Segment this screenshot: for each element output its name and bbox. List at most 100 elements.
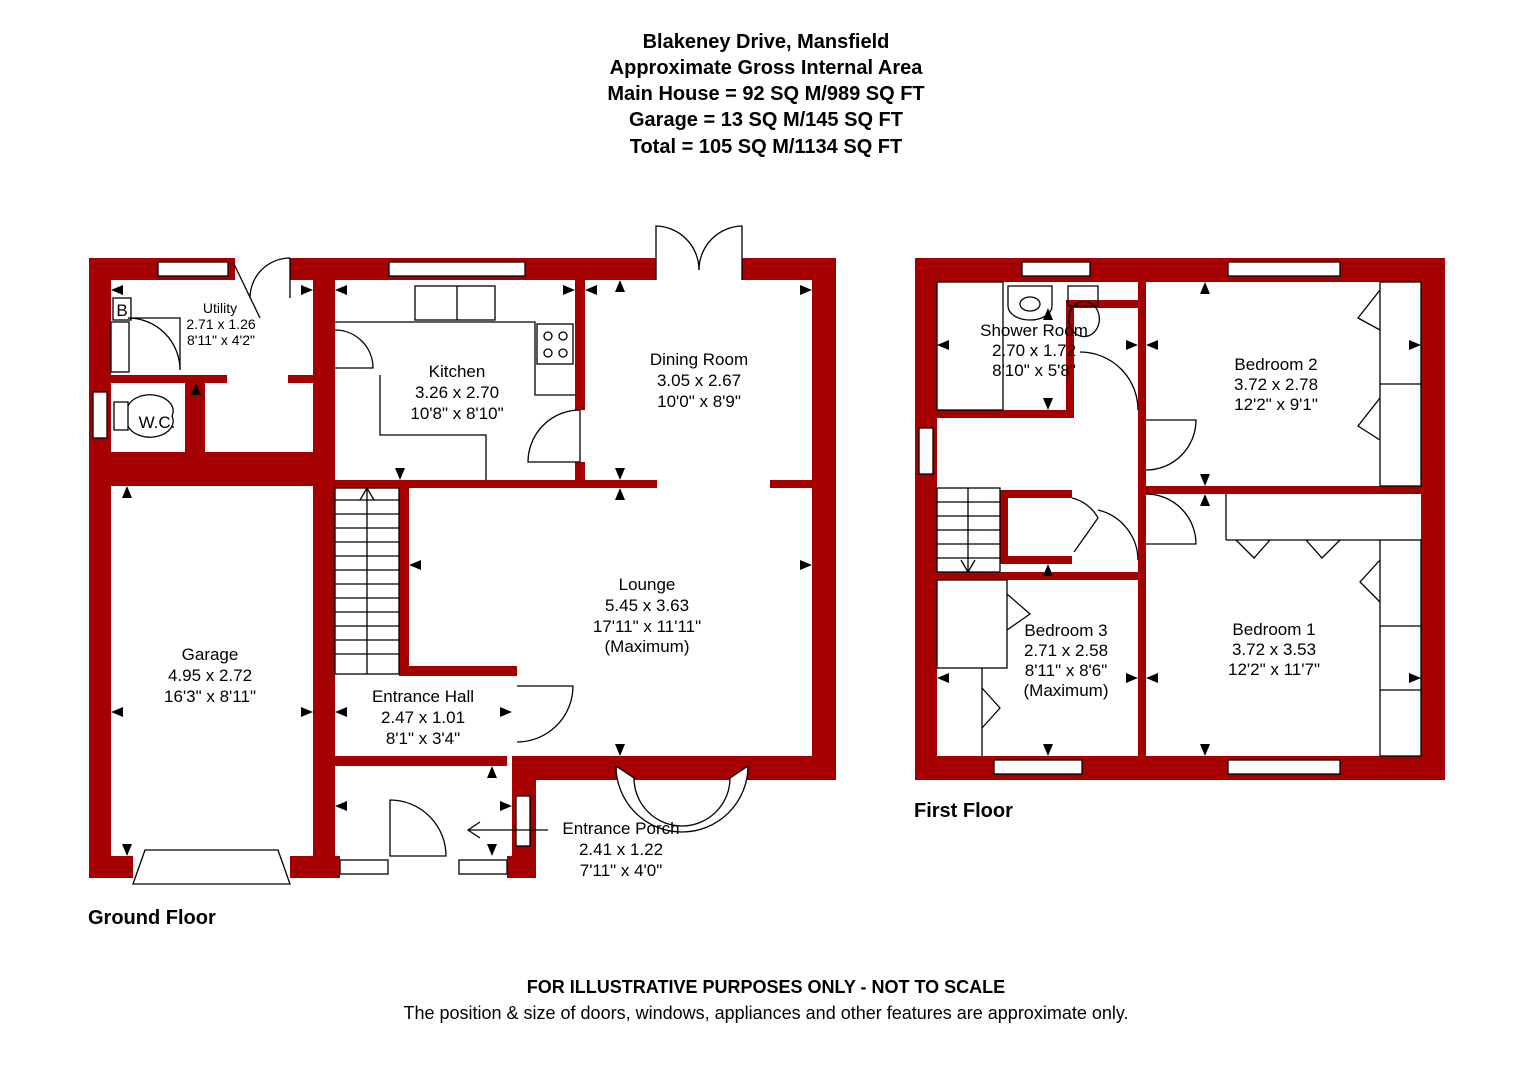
door-swing (1071, 497, 1099, 553)
door-swing (1079, 351, 1139, 411)
ground-floor-plan: B (88, 225, 836, 929)
svg-text:Dining Room: Dining Room (650, 350, 748, 369)
svg-text:Lounge: Lounge (619, 575, 676, 594)
window (993, 759, 1083, 775)
garage-door (132, 849, 291, 885)
window (92, 391, 108, 439)
wall (575, 280, 585, 410)
dimension-markers-first (937, 282, 1421, 756)
window (1227, 759, 1341, 775)
header-total: Total = 105 SQ M/1134 SQ FT (630, 136, 903, 158)
wall (399, 480, 409, 674)
wall (575, 462, 585, 488)
door-swing (1097, 509, 1139, 561)
svg-text:8'1" x 3'4": 8'1" x 3'4" (386, 729, 460, 748)
svg-text:3.05 x 2.67: 3.05 x 2.67 (657, 371, 741, 390)
svg-text:Shower Room: Shower Room (980, 321, 1088, 340)
room-entrance-porch: Entrance Porch 2.41 x 1.22 7'11" x 4'0" (562, 819, 679, 880)
wall (1066, 304, 1074, 418)
worktop (335, 321, 575, 396)
boiler-label: B (116, 301, 127, 320)
wall (1138, 486, 1421, 494)
svg-text:5.45 x 3.63: 5.45 x 3.63 (605, 596, 689, 615)
door-swing (1145, 419, 1197, 471)
svg-text:8'11" x 8'6": 8'11" x 8'6" (1025, 661, 1108, 680)
bay-window (615, 764, 749, 833)
ground-floor-label: Ground Floor (88, 907, 216, 929)
header-address: Blakeney Drive, Mansfield (643, 31, 890, 53)
header-area-title: Approximate Gross Internal Area (610, 57, 924, 79)
window (1021, 261, 1091, 277)
plan-footer: FOR ILLUSTRATIVE PURPOSES ONLY - NOT TO … (403, 977, 1128, 1023)
svg-text:Bedroom 2: Bedroom 2 (1234, 355, 1317, 374)
svg-text:10'0" x 8'9": 10'0" x 8'9" (657, 392, 741, 411)
wall (1000, 490, 1008, 564)
door-swing (249, 257, 291, 299)
disclaimer: FOR ILLUSTRATIVE PURPOSES ONLY - NOT TO … (527, 977, 1005, 997)
window (388, 261, 526, 277)
hob (536, 323, 574, 365)
svg-text:Bedroom 1: Bedroom 1 (1232, 620, 1315, 639)
door-swing (527, 409, 581, 463)
window (1227, 261, 1341, 277)
room-kitchen: Kitchen 3.26 x 2.70 10'8" x 8'10" (410, 362, 503, 423)
entrance-arrow (466, 821, 548, 839)
svg-text:Garage: Garage (182, 645, 239, 664)
boiler-box (112, 297, 132, 321)
window (458, 859, 508, 875)
wall (89, 452, 335, 486)
wardrobe-doors (1357, 289, 1381, 441)
svg-text:2.41 x 1.22: 2.41 x 1.22 (579, 840, 663, 859)
wall (111, 375, 227, 383)
svg-text:17'11" x 11'11": 17'11" x 11'11" (593, 617, 701, 636)
window (339, 859, 389, 875)
wardrobe-doors (981, 687, 1001, 729)
room-wc: W.C. (139, 413, 176, 432)
wall (89, 258, 111, 878)
room-bedroom-2: Bedroom 2 3.72 x 2.78 12'2" x 9'1" (1234, 355, 1318, 414)
wall (937, 410, 1073, 418)
svg-text:(Maximum): (Maximum) (605, 637, 690, 656)
svg-text:8'10" x 5'8": 8'10" x 5'8" (992, 361, 1076, 380)
first-floor-label: First Floor (914, 800, 1013, 822)
window (515, 795, 531, 847)
cupboard-door (1006, 593, 1032, 631)
basin-bowl (1019, 296, 1041, 312)
svg-text:2.70 x 1.72: 2.70 x 1.72 (992, 341, 1076, 360)
wall (335, 756, 507, 766)
svg-text:12'2" x 11'7": 12'2" x 11'7" (1228, 660, 1320, 679)
svg-text:10'8" x 8'10": 10'8" x 8'10" (410, 404, 503, 423)
wall (915, 258, 1445, 282)
wall (288, 375, 320, 383)
svg-text:Entrance Porch: Entrance Porch (562, 819, 679, 838)
svg-text:2.71 x 1.26: 2.71 x 1.26 (186, 316, 255, 332)
wardrobe (1379, 539, 1422, 757)
svg-text:Entrance Hall: Entrance Hall (372, 687, 474, 706)
worktop (379, 375, 487, 480)
wall (812, 258, 836, 780)
wall (399, 666, 517, 676)
svg-text:2.47 x 1.01: 2.47 x 1.01 (381, 708, 465, 727)
door-swing (334, 329, 374, 369)
header-main-house: Main House = 92 SQ M/989 SQ FT (607, 83, 924, 105)
toilet (1067, 285, 1100, 338)
svg-text:Utility: Utility (203, 300, 237, 316)
door-swing (127, 317, 181, 371)
wall (1421, 258, 1445, 780)
toilet (113, 394, 174, 438)
wall (1138, 282, 1146, 756)
wall (937, 572, 1140, 580)
first-floor-plan: Shower Room 2.70 x 1.72 8'10" x 5'8" Bed… (914, 258, 1445, 822)
svg-text:4.95 x 2.72: 4.95 x 2.72 (168, 666, 252, 685)
french-door-right (698, 225, 743, 280)
room-bedroom-3: Bedroom 3 2.71 x 2.58 8'11" x 8'6" (Maxi… (1024, 621, 1109, 700)
utility-cupboard (110, 321, 130, 373)
hob-ring (543, 348, 553, 358)
wall (89, 856, 133, 878)
wardrobe-doors (1235, 539, 1381, 603)
room-shower: Shower Room 2.70 x 1.72 8'10" x 5'8" (980, 321, 1088, 380)
svg-text:12'2" x 9'1": 12'2" x 9'1" (1234, 395, 1318, 414)
staircase-first (936, 487, 1001, 574)
wall (507, 856, 536, 878)
